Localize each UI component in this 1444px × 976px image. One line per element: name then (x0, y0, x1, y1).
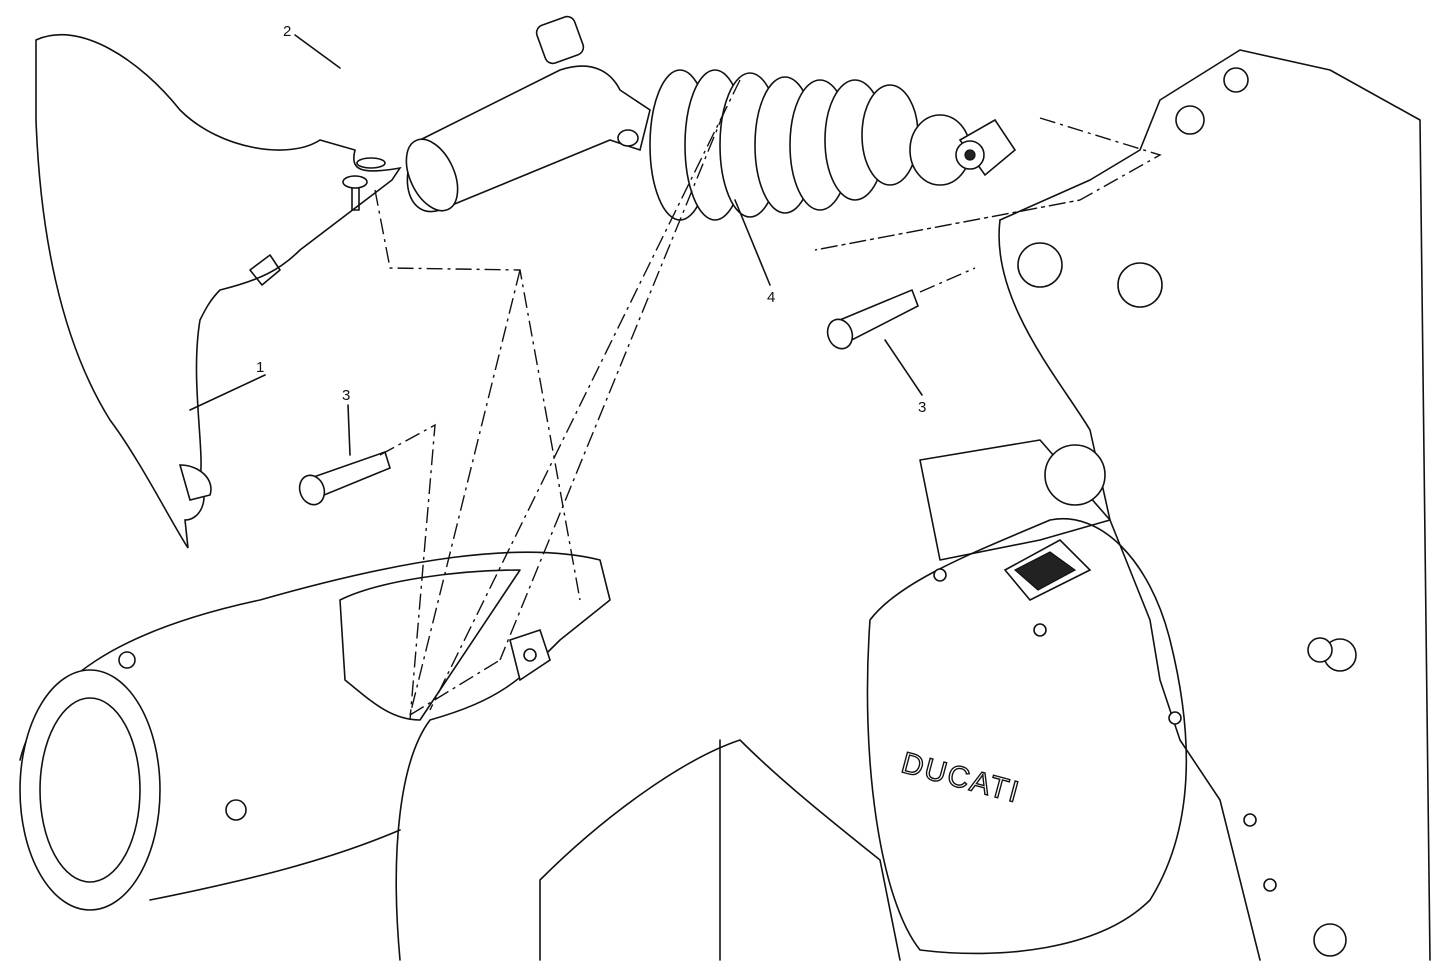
shock-absorber-part (405, 15, 1017, 221)
callout-3-upper: 3 (918, 399, 926, 416)
leader-lines (189, 34, 923, 456)
engine-part: DUCATI (866, 49, 1431, 961)
callout-4: 4 (767, 289, 775, 306)
assembly-guide-lines (374, 79, 1162, 721)
callout-1: 1 (256, 359, 264, 376)
screw-part (342, 175, 368, 211)
callout-3-lower: 3 (342, 387, 350, 404)
engine-logo-text: DUCATI (898, 746, 1024, 809)
bolt-upper-part (826, 288, 919, 350)
bolt-lower-part (298, 450, 391, 506)
mudguard-part (35, 34, 402, 549)
callout-2: 2 (283, 23, 291, 40)
swingarm-part (19, 551, 901, 961)
